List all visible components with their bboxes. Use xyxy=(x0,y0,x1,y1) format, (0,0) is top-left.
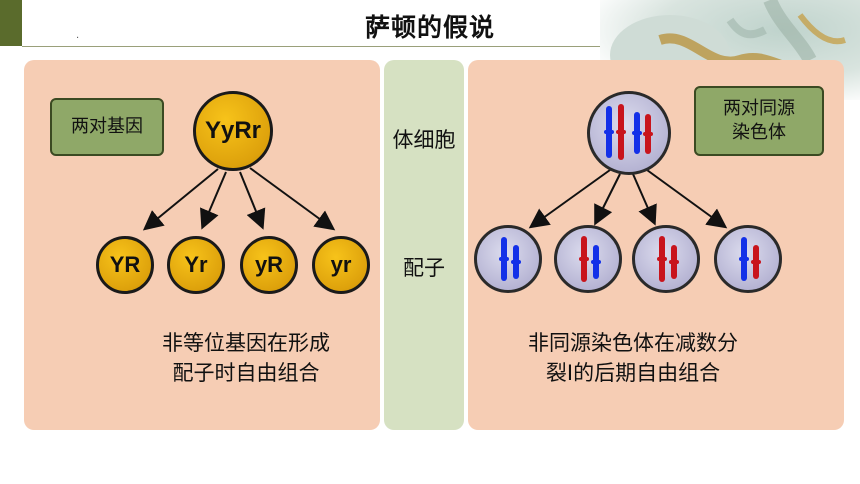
arrow-icon xyxy=(200,171,227,230)
page-title: 萨顿的假说 xyxy=(364,13,495,42)
two-gene-pairs-box: 两对基因 xyxy=(50,98,164,156)
chromosome-red xyxy=(669,245,679,279)
gamete-cell xyxy=(554,225,622,293)
gamete-genotype-label: yr xyxy=(330,252,352,277)
title-rule xyxy=(22,46,610,47)
arrow-icon xyxy=(528,169,611,229)
gamete-genotype-label: yR xyxy=(254,252,284,277)
arrow-icon xyxy=(239,171,266,230)
arrow-icon xyxy=(646,169,728,229)
somatic-cell-label: 体细胞 xyxy=(392,128,456,152)
arrow-icon xyxy=(249,167,336,231)
two-gene-pairs-label: 两对基因 xyxy=(71,115,143,137)
chromosome-red xyxy=(751,245,761,279)
left-caption-line2: 配子时自由组合 xyxy=(172,361,320,386)
homologous-label-line1: 两对同源 xyxy=(723,97,795,119)
arrow-icon xyxy=(632,173,657,226)
chromosome-red xyxy=(579,236,589,282)
arrow-icon xyxy=(594,173,621,226)
arrow-icon xyxy=(142,168,219,231)
gamete-cell xyxy=(714,225,782,293)
chromosome-red xyxy=(616,104,626,160)
gamete-genotype-label: Yr xyxy=(184,252,208,277)
parent-genotype-label: YyRr xyxy=(204,117,262,144)
gamete-genotype: yr xyxy=(312,236,370,294)
gamete-genotype: yR xyxy=(240,236,298,294)
chromosome-blue xyxy=(591,245,601,279)
left-caption: 非等位基因在形成 配子时自由组合 xyxy=(126,328,366,389)
right-caption-line2: 裂Ⅰ的后期自由组合 xyxy=(545,361,721,386)
right-caption-line1: 非同源染色体在减数分 xyxy=(528,331,738,355)
header-dot: . xyxy=(76,30,80,41)
chromosome-blue xyxy=(499,237,509,281)
chromosome-blue xyxy=(511,245,521,279)
homologous-chromosomes-box: 两对同源 染色体 xyxy=(694,86,824,156)
homologous-label-line2: 染色体 xyxy=(732,122,786,143)
gamete-cell xyxy=(474,225,542,293)
middle-strip xyxy=(384,60,464,430)
gamete-genotype-label: YR xyxy=(109,252,141,277)
gamete-label: 配子 xyxy=(403,256,445,280)
chromosome-blue xyxy=(604,106,614,158)
chromosome-blue xyxy=(739,237,749,281)
chromosome-red xyxy=(643,114,653,154)
chromosome-blue xyxy=(632,112,642,154)
chromosome-red xyxy=(657,236,667,282)
left-caption-line1: 非等位基因在形成 xyxy=(162,331,330,355)
gamete-cell xyxy=(632,225,700,293)
corner-tab xyxy=(0,0,22,46)
gamete-genotype: Yr xyxy=(167,236,225,294)
parent-genotype: YyRr xyxy=(193,91,273,171)
right-caption: 非同源染色体在减数分 裂Ⅰ的后期自由组合 xyxy=(498,328,768,389)
somatic-cell xyxy=(587,91,671,175)
gamete-genotype: YR xyxy=(96,236,154,294)
